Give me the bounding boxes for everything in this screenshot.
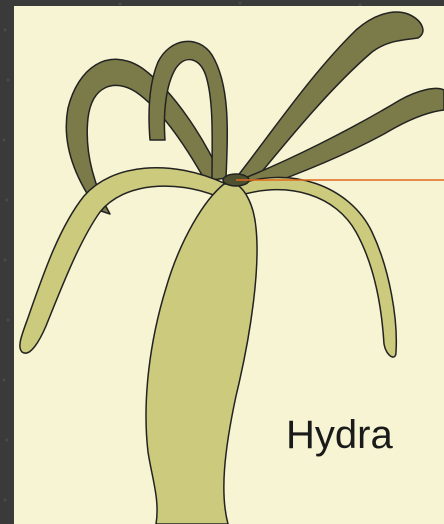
hydra-label: Hydra xyxy=(286,413,393,457)
